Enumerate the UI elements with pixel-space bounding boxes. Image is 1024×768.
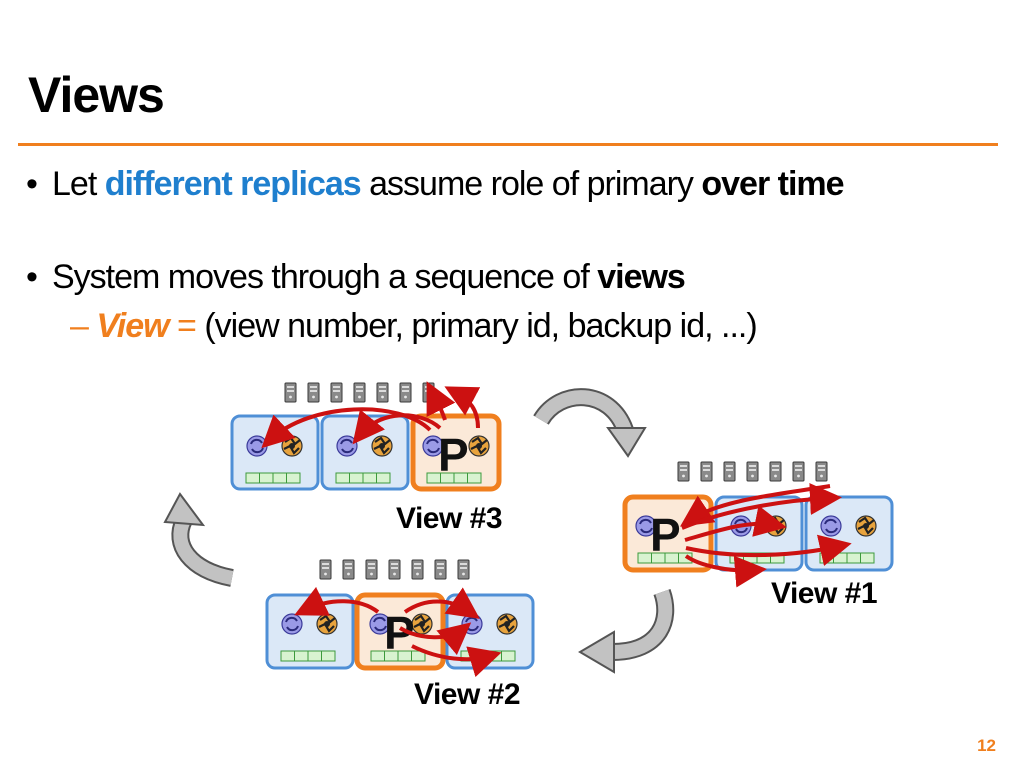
cycle-arrow-top [533,388,647,458]
bullet-replicas: • Let different replicas assume role of p… [26,165,845,204]
primary-letter: P [438,429,469,481]
message-arrows [294,586,502,678]
message-arrows [680,483,852,588]
bullet-text: System moves through a sequence of [52,258,598,296]
view-2-group: P [265,559,535,678]
cycle-arrow-left [163,492,234,587]
title-divider [18,143,998,146]
sub-bullet-dash: – [70,307,89,345]
clients-row [284,382,435,403]
primary-letter: P [650,509,681,561]
bullet-bold: over time [701,165,844,203]
view-3-group: P [230,381,502,492]
replica-backup [230,414,320,491]
bullet-views: • System moves through a sequence of view… [26,258,686,297]
clients-row [319,559,470,580]
replica-primary: P [410,413,502,492]
view-1-label: View #1 [771,577,878,610]
bullet-bold: views [597,258,686,296]
message-arrows [261,381,481,449]
view-tuple: (view number, primary id, backup id, ...… [195,307,757,345]
view-term: View [96,307,169,345]
view-3-label: View #3 [396,502,503,535]
cycle-arrow-right [578,588,675,674]
view-2-label: View #2 [414,678,521,711]
equals-sign: = [177,307,197,345]
page-title: Views [28,67,165,123]
bullet-highlight: different replicas [104,165,362,203]
clients-row [677,461,828,482]
replica-primary: P [622,494,714,573]
page-number: 12 [977,736,996,755]
bullet-text: Let [52,165,105,203]
bullet-text: assume role of primary [360,165,702,203]
replica-backup [804,495,894,572]
sub-bullet-view-definition: – View = (view number, primary id, backu… [70,307,758,346]
view-1-group: P [622,461,894,588]
bullet-marker: • [26,258,38,296]
bullet-marker: • [26,165,38,203]
